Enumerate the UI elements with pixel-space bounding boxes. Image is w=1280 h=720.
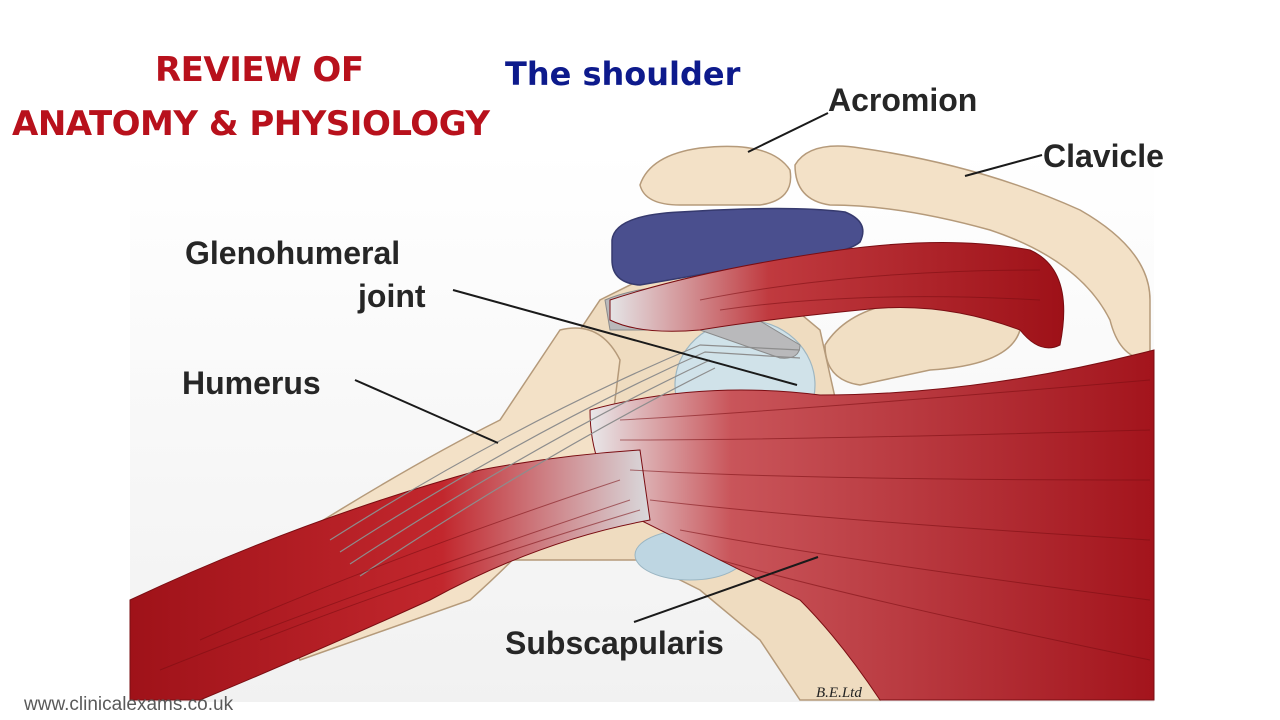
label-subscapularis: Subscapularis [505, 625, 724, 661]
label-acromion: Acromion [828, 82, 978, 118]
supraspinatus-muscle [609, 242, 1065, 349]
humerus-leader [354, 379, 499, 444]
acromion-bone [639, 145, 792, 206]
leader-lines [354, 112, 1043, 623]
heading-line1: REVIEW OF [155, 50, 364, 90]
subacromial-bursa [611, 207, 864, 286]
tendon-strands [329, 344, 801, 577]
subtitle: The shoulder [505, 55, 741, 93]
glenohumeral-leader [452, 289, 798, 386]
label-clavicle: Clavicle [1043, 138, 1164, 174]
label-glenohumeral-line1: Glenohumeral [185, 235, 401, 271]
subscapularis-leader [633, 556, 819, 623]
heading-line2: ANATOMY & PHYSIOLOGY [12, 104, 490, 144]
arm-muscle [129, 449, 651, 701]
label-humerus: Humerus [182, 365, 321, 401]
acromion-leader [747, 112, 829, 153]
muscle-fibers [159, 269, 1151, 671]
illustration-credit: B.E.Ltd [816, 685, 862, 701]
label-glenohumeral-line2: joint [358, 278, 426, 314]
website-url: www.clinicalexams.co.uk [24, 694, 234, 715]
clavicle-leader [964, 154, 1043, 177]
